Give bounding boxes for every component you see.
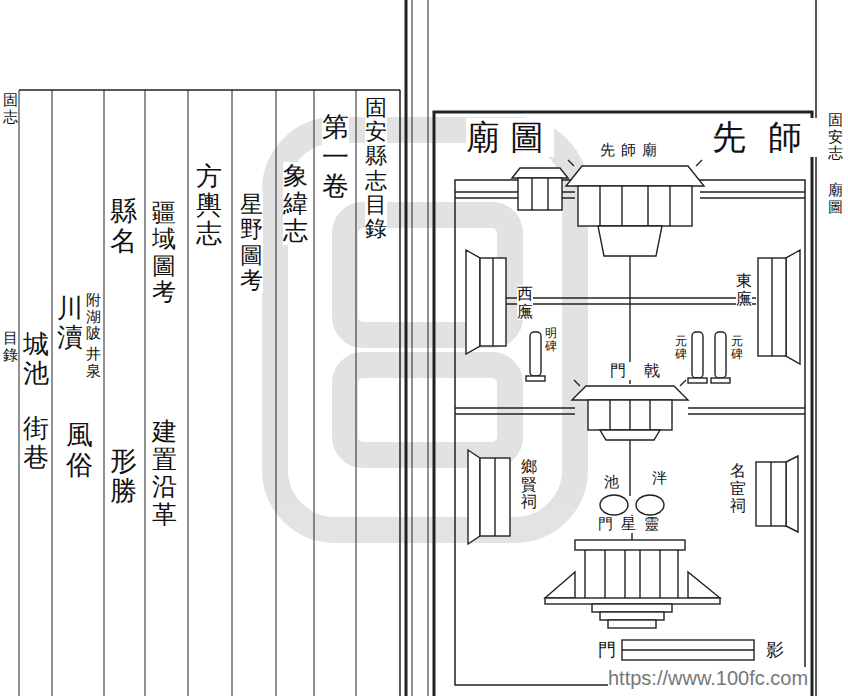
watermark-logo — [275, 130, 575, 530]
contents-entry: 街巷 — [23, 414, 49, 471]
building-label: 戟門 — [610, 362, 678, 380]
margin-title: 廟圖 — [828, 182, 843, 215]
pool-label: 泮 — [652, 470, 667, 487]
contents-entry: 形勝 — [110, 446, 137, 505]
contents-note: 附湖陂 — [86, 292, 101, 342]
margin-title: 目錄 — [3, 330, 18, 363]
stele-label: 明碑 — [545, 327, 557, 353]
contents-entry: 城池 — [23, 330, 49, 387]
plate-title: 先師 — [712, 118, 824, 157]
building-label: 東廡 — [736, 272, 752, 307]
stele-label: 元碑 — [731, 335, 743, 361]
contents-note: 井泉 — [86, 346, 101, 379]
contents-entry: 縣名 — [110, 196, 137, 255]
contents-entry: 建置沿革 — [152, 418, 177, 528]
section-heading: 象緯志 — [283, 162, 308, 245]
building-label: 西廡 — [517, 285, 533, 320]
building-label: 鄉賢祠 — [521, 458, 537, 511]
building-label: 門 — [598, 640, 616, 661]
watermark: https://www.100fc.com — [608, 667, 808, 690]
margin-title: 固志 — [3, 92, 18, 125]
page-frame — [428, 0, 816, 696]
contents-title: 固安縣志目錄 — [365, 96, 387, 241]
section-heading: 方輿志 — [196, 162, 222, 248]
contents-entry: 星野圖考 — [240, 192, 263, 293]
margin-title: 固安志 — [828, 112, 843, 162]
page-rules — [19, 0, 412, 696]
stele-label: 元碑 — [675, 335, 687, 361]
plate-title: 廟圖 — [466, 118, 554, 157]
contents-entry: 川瀆 — [57, 294, 83, 351]
building-label: 靈星門 — [598, 516, 667, 533]
volume-heading: 第一卷 — [322, 112, 349, 201]
contents-entry: 風俗 — [66, 420, 93, 479]
contents-entry: 疆域圖考 — [152, 200, 176, 306]
building-label: 影 — [766, 640, 784, 661]
temple-buildings — [455, 160, 805, 660]
building-label: 名宦祠 — [730, 462, 746, 515]
pool-label: 池 — [604, 474, 619, 491]
building-label: 先師廟 — [600, 142, 663, 159]
